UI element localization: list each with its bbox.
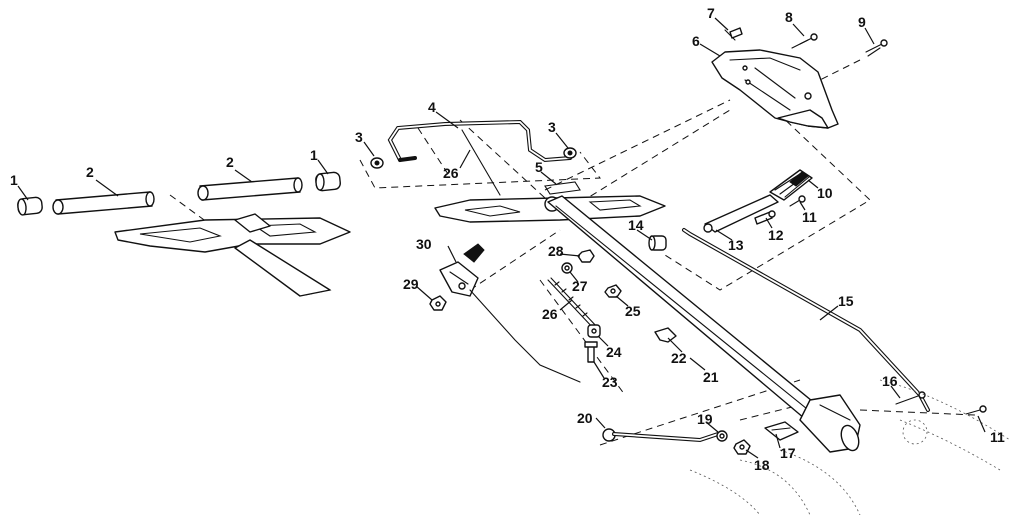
lower-cable-icon bbox=[469, 289, 581, 383]
callout-17: 17 bbox=[780, 445, 796, 461]
callout-22: 22 bbox=[671, 350, 687, 366]
callout-30: 30 bbox=[416, 236, 432, 252]
adjuster-cable-icon bbox=[547, 277, 599, 331]
nut-28-icon bbox=[577, 249, 595, 263]
callout-25: 25 bbox=[625, 303, 641, 319]
callout-27: 27 bbox=[572, 278, 588, 294]
callout-labels: 1 1 2 2 3 3 4 5 6 7 8 9 10 11 11 12 13 1… bbox=[10, 5, 1005, 473]
bushing-left-icon bbox=[370, 157, 384, 169]
callout-11-upper: 11 bbox=[802, 209, 817, 225]
end-cap-left-icon bbox=[17, 196, 43, 216]
control-rod-icon bbox=[682, 228, 930, 412]
callout-12: 12 bbox=[768, 227, 784, 243]
callout-18: 18 bbox=[754, 457, 770, 473]
grip-tube-left-icon bbox=[52, 191, 155, 215]
cotter-pin-lower-icon bbox=[965, 405, 987, 415]
bushing-14-icon bbox=[648, 235, 667, 251]
upper-handle-bar-icon bbox=[387, 119, 572, 163]
callout-10: 10 bbox=[817, 185, 833, 201]
callout-4: 4 bbox=[428, 99, 436, 115]
callout-3-right: 3 bbox=[548, 119, 556, 135]
bolt-9-icon bbox=[865, 39, 888, 57]
callout-9: 9 bbox=[858, 14, 866, 30]
callout-7: 7 bbox=[707, 5, 715, 21]
callout-26-upper: 26 bbox=[443, 165, 459, 181]
handle-cover-icon bbox=[711, 49, 839, 129]
callout-13: 13 bbox=[728, 237, 744, 253]
callout-15: 15 bbox=[838, 293, 854, 309]
bolt-16-icon bbox=[895, 391, 926, 405]
callout-8: 8 bbox=[785, 9, 793, 25]
screw-7-icon bbox=[724, 27, 743, 41]
callout-19: 19 bbox=[697, 411, 713, 427]
shift-rod-icon bbox=[602, 428, 720, 443]
main-handle-tube-icon bbox=[547, 195, 861, 453]
callout-24: 24 bbox=[606, 344, 622, 360]
upper-cable-icon bbox=[461, 129, 501, 196]
bolt-8-icon bbox=[791, 33, 818, 49]
callout-leader-lines bbox=[17, 17, 986, 459]
screw-23-icon bbox=[584, 341, 598, 363]
bracket-17-icon bbox=[764, 421, 799, 441]
callout-5: 5 bbox=[535, 159, 543, 175]
background-housing-outline bbox=[689, 379, 1011, 515]
clip-22-icon bbox=[654, 327, 677, 343]
callout-29: 29 bbox=[403, 276, 419, 292]
lever-grip-icon bbox=[769, 169, 813, 201]
callout-1-left: 1 bbox=[10, 172, 18, 188]
callout-20: 20 bbox=[577, 410, 593, 426]
callout-3-left: 3 bbox=[355, 129, 363, 145]
assembly-guide-lines bbox=[169, 59, 976, 446]
bushing-right-icon bbox=[563, 147, 577, 159]
nut-29-icon bbox=[429, 295, 447, 311]
callout-16: 16 bbox=[882, 373, 898, 389]
callout-6: 6 bbox=[692, 33, 700, 49]
callout-28: 28 bbox=[548, 243, 564, 259]
cotter-pin-upper-icon bbox=[789, 195, 806, 207]
cable-bracket-icon bbox=[439, 243, 485, 297]
nut-18-icon bbox=[733, 439, 751, 455]
callout-2-right: 2 bbox=[226, 154, 234, 170]
lever-arm-icon bbox=[703, 194, 779, 233]
grip-tube-right-icon bbox=[197, 177, 303, 201]
callout-1-right: 1 bbox=[310, 147, 318, 163]
washer-19-icon bbox=[716, 430, 728, 442]
left-mounting-panel-icon bbox=[114, 213, 351, 297]
lever-bolt-icon bbox=[754, 210, 776, 225]
callout-26-lower: 26 bbox=[542, 306, 558, 322]
bushing-24-icon bbox=[587, 324, 601, 338]
washer-27-icon bbox=[561, 262, 573, 274]
left-grip-tubes bbox=[17, 171, 341, 216]
callout-21: 21 bbox=[703, 369, 719, 385]
callout-2-left: 2 bbox=[86, 164, 94, 180]
callout-23: 23 bbox=[602, 374, 618, 390]
callout-11-lower: 11 bbox=[990, 429, 1005, 445]
nut-25-icon bbox=[604, 284, 622, 298]
end-cap-right-icon bbox=[315, 171, 341, 192]
callout-14: 14 bbox=[628, 217, 644, 233]
